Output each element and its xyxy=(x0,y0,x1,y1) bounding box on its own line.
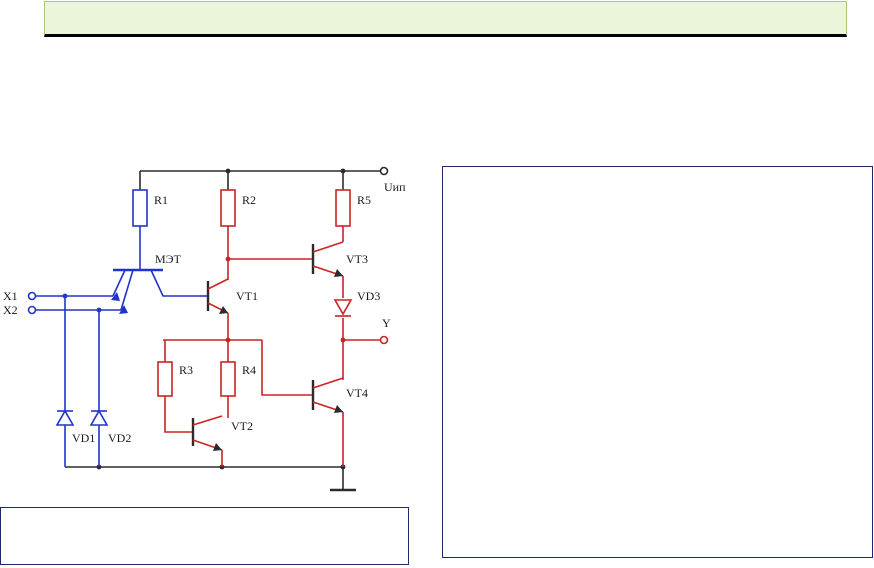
met-emitter-arrow-2 xyxy=(119,305,128,314)
output-y-terminal xyxy=(379,335,389,345)
x2-label: X2 xyxy=(3,303,18,317)
title-bar xyxy=(44,1,847,37)
vt2-label: VT2 xyxy=(231,419,253,433)
r5-label: R5 xyxy=(357,193,371,207)
vd2-diode xyxy=(89,409,109,426)
vt2-emitter-arrow xyxy=(213,443,222,451)
vt3-emitter-arrow xyxy=(334,269,343,277)
vd1-diode xyxy=(55,409,75,426)
r4-label: R4 xyxy=(242,363,256,377)
caption-panel xyxy=(0,507,409,565)
met-emitter-arrow-1 xyxy=(111,292,120,301)
vt1-label: VT1 xyxy=(236,289,258,303)
description-panel xyxy=(442,166,873,558)
met-label: МЭТ xyxy=(155,252,182,266)
vd3-diode xyxy=(333,299,353,317)
vt1-emitter-arrow xyxy=(219,306,228,314)
input-stage xyxy=(27,189,200,467)
emitter-arrows xyxy=(213,269,343,451)
r2-resistor xyxy=(220,189,236,227)
input-junctions xyxy=(62,292,128,314)
vt3-label: VT3 xyxy=(346,252,368,266)
supply-label: Uип xyxy=(384,180,406,194)
x1-label: X1 xyxy=(3,289,18,303)
vt4-label: VT4 xyxy=(346,386,368,400)
vd2-label: VD2 xyxy=(108,431,131,445)
r4-resistor xyxy=(220,361,236,397)
r1-resistor xyxy=(132,189,148,227)
vt4-emitter-arrow xyxy=(334,405,343,413)
output-junctions xyxy=(225,256,346,343)
r3-resistor xyxy=(157,361,173,397)
output-stage xyxy=(157,189,380,467)
r1-label: R1 xyxy=(154,193,168,207)
vd1-label: VD1 xyxy=(72,431,95,445)
r3-label: R3 xyxy=(179,363,193,377)
y-label: Y xyxy=(382,316,391,330)
r2-label: R2 xyxy=(242,193,256,207)
r5-resistor xyxy=(335,189,351,227)
power-rails xyxy=(65,166,389,492)
vd3-label: VD3 xyxy=(357,289,380,303)
